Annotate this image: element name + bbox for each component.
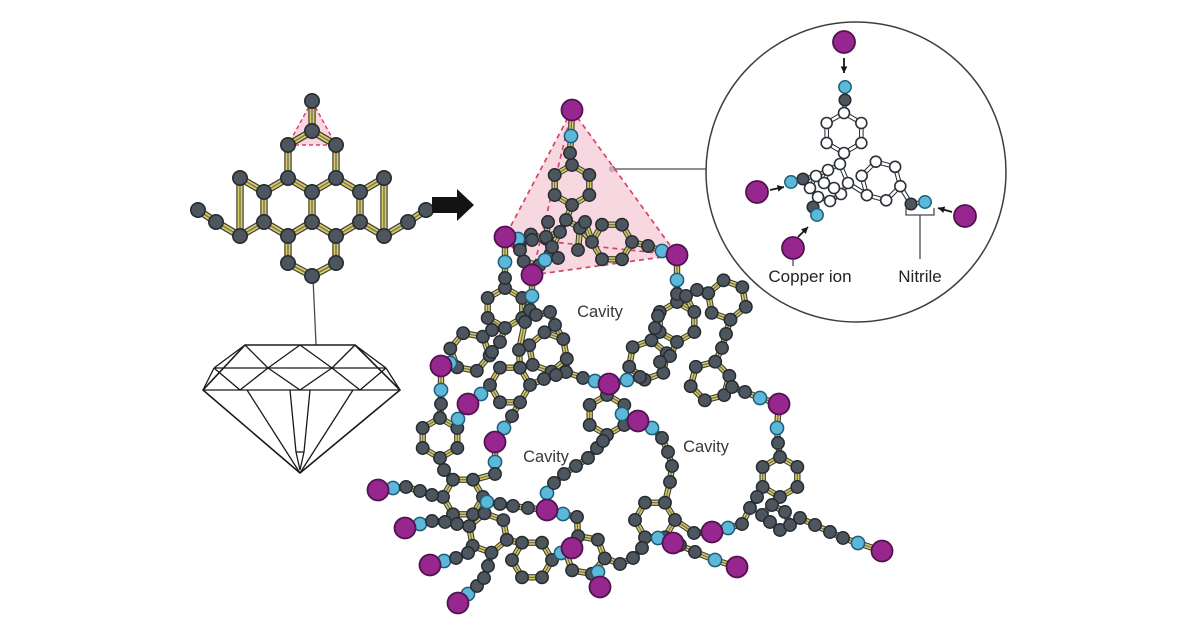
gem-diamond-drawing [202, 344, 401, 474]
diamond-lattice [190, 93, 434, 284]
copper-ion-label: Copper ion [768, 267, 851, 286]
cavity-label-right: Cavity [683, 438, 730, 456]
cavity-label-top: Cavity [577, 303, 624, 321]
cavity-labels: Cavity Cavity Cavity [523, 303, 730, 466]
inset-labels: Copper ion Nitrile [768, 267, 941, 286]
mof-network [366, 98, 894, 615]
nitrile-label: Nitrile [898, 267, 941, 286]
cavity-label-left: Cavity [523, 448, 570, 466]
inset-molecule [745, 30, 977, 266]
transform-arrow-icon [432, 189, 474, 221]
inset-circle [705, 21, 1007, 323]
